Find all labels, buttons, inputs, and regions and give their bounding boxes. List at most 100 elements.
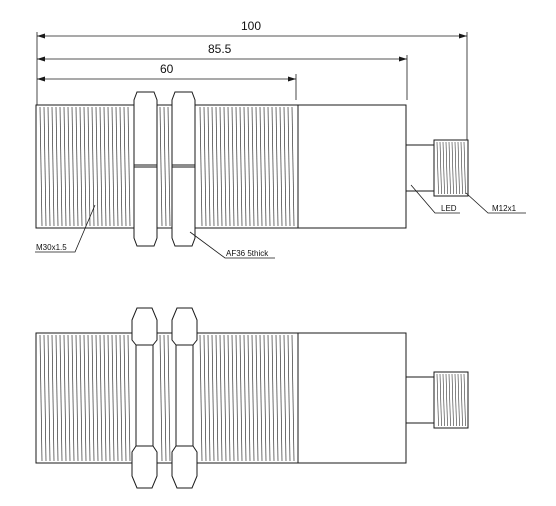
connector-thread-line [454,373,457,427]
connector-neck-top [405,144,435,192]
thread-line [283,334,287,462]
thread-line [215,106,219,227]
thread-line [59,334,63,462]
thread-line [159,334,163,462]
thread-line [103,106,107,227]
lock-nut-left-bottom [131,307,158,489]
thread-line [87,334,91,462]
thread-line [119,106,123,227]
thread-line [287,334,291,462]
sensor-housing-bottom [297,332,407,464]
thread-line [75,106,79,227]
connector-thread-line [457,373,460,427]
thread-line [107,334,111,462]
dimension-100-label: 100 [241,19,261,33]
thread-line [271,334,275,462]
thread-line [63,334,67,462]
thread-line [115,334,119,462]
lock-nut-right-bottom [171,307,198,489]
thread-line [203,106,207,227]
thread-line [123,106,127,227]
m12-connector-bottom [433,371,469,429]
thread-line [223,334,227,462]
thread-line [47,334,51,462]
thread-line [95,106,99,227]
thread-line [79,106,83,227]
connector-thread-line [439,373,442,427]
thread-line [211,106,215,227]
thread-line [67,106,71,227]
thread-line [227,334,231,462]
thread-line [167,334,171,462]
dimension-85-5-label: 85.5 [208,42,232,56]
thread-line [55,106,59,227]
connector-thread-line [448,373,451,427]
thread-line [291,334,295,462]
thread-line [163,106,167,227]
thread-line [231,106,235,227]
thread-line [219,106,223,227]
connector-thread-line [460,373,463,427]
thread-line [283,106,287,227]
thread-line [211,334,215,462]
sensor-housing-top [297,104,407,229]
lock-nut-right-top [171,91,196,247]
thread-line [83,334,87,462]
thread-line [251,334,255,462]
thread-line [43,334,47,462]
dimension-60-label: 60 [160,62,174,76]
thread-line [103,334,107,462]
thread-line [275,106,279,227]
thread-line [251,106,255,227]
sensor-side-view [35,307,469,489]
thread-line [263,106,267,227]
thread-line [279,334,283,462]
connector-thread-line [463,141,466,195]
connector-thread-line [442,141,445,195]
thread-line [199,334,203,462]
thread-line [39,334,43,462]
thread-line [83,106,87,227]
dimension-lines [36,32,468,148]
connector-thread-line [445,141,448,195]
thread-line [75,334,79,462]
thread-line [55,334,59,462]
thread-line [267,106,271,227]
thread-line [247,106,251,227]
thread-line [91,334,95,462]
thread-line [67,334,71,462]
connector-thread-line [460,141,463,195]
connector-thread-line [436,141,439,195]
thread-line [239,334,243,462]
thread-line [167,106,171,227]
thread-line [59,106,63,227]
connector-thread-line [451,141,454,195]
thread-line [263,334,267,462]
thread-line [63,106,67,227]
thread-line [243,334,247,462]
thread-line [227,106,231,227]
thread-line [207,334,211,462]
thread-line [47,106,51,227]
thread-lines-bottom [39,334,295,462]
connector-spec-label: M12x1 [492,204,517,213]
connector-thread-line [436,373,439,427]
thread-line [79,334,83,462]
thread-line [111,334,115,462]
connector-thread-line [457,141,460,195]
thread-line [199,106,203,227]
sensor-top-view [35,91,469,247]
thread-line [267,334,271,462]
thread-line [51,106,55,227]
thread-spec-label: M30x1.5 [36,243,67,252]
connector-thread-line [454,141,457,195]
thread-line [39,106,43,227]
threaded-barrel-top [35,104,299,229]
thread-line [215,334,219,462]
connector-thread-line [445,373,448,427]
thread-line [99,106,103,227]
thread-line [235,334,239,462]
led-label: LED [441,204,457,213]
callout-leaders [35,184,526,259]
